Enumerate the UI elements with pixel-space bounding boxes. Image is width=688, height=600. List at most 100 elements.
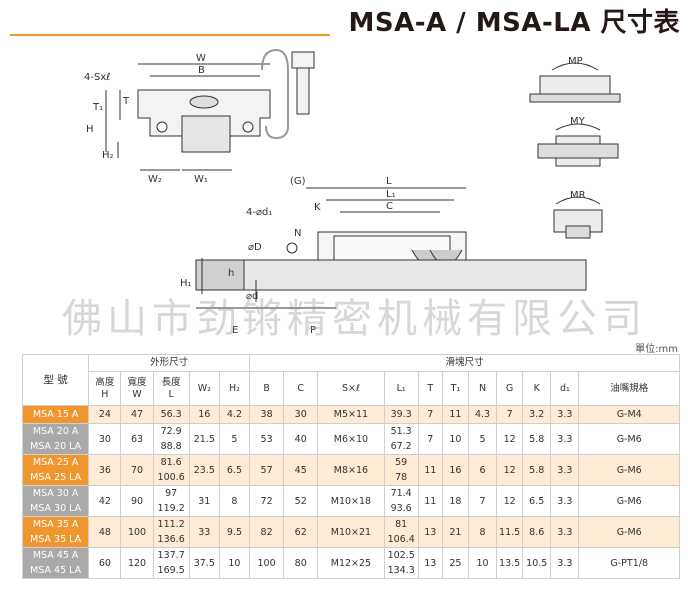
value-cell-h: 60 (88, 547, 122, 579)
value-cell-w2: 37.5 (188, 547, 220, 579)
value-cell-w: 47 (120, 405, 154, 424)
value-cell-l1: 39.3 (383, 405, 419, 424)
value-cell-c: 52 (283, 485, 319, 517)
value-cell-t1: 25 (441, 547, 469, 579)
value-cell-nipple: G-M6 (578, 485, 680, 517)
column-header: d₁ (550, 371, 580, 406)
dim-e: E (232, 325, 238, 336)
value-cell-t1: 18 (441, 485, 469, 517)
value-cell-k: 5.8 (522, 454, 552, 486)
bolt-callout-curve (261, 48, 289, 140)
column-header: T (417, 371, 443, 406)
value-cell-c: 80 (283, 547, 319, 579)
page-title: MSA-A / MSA-LA 尺寸表 (348, 8, 680, 38)
value-cell-h2: 4.2 (218, 405, 251, 424)
dim-k: K (314, 202, 321, 213)
value-cell-d1: 3.3 (550, 516, 580, 548)
dim-d1: 4-⌀d₁ (246, 207, 272, 218)
front-bolt-left (156, 121, 168, 133)
value-cell-s: M12×25 (317, 547, 385, 579)
value-cell-b: 100 (249, 547, 285, 579)
bolt-head (291, 51, 315, 69)
value-cell-n: 10 (467, 547, 498, 579)
header-outer-group: 外形尺寸 (88, 354, 251, 372)
value-cell-w2: 16 (188, 405, 220, 424)
value-cell-t: 13 (417, 516, 443, 548)
value-cell-t: 7 (417, 405, 443, 424)
column-header: 油嘴規格 (578, 371, 680, 406)
value-cell-k: 6.5 (522, 485, 552, 517)
value-cell-w: 70 (120, 454, 154, 486)
value-cell-t1: 21 (441, 516, 469, 548)
label-mr: MR (570, 190, 586, 201)
value-cell-w2: 33 (188, 516, 220, 548)
bolt-shank (296, 67, 310, 115)
value-cell-t: 11 (417, 454, 443, 486)
value-cell-c: 62 (283, 516, 319, 548)
value-cell-k: 5.8 (522, 423, 552, 455)
dim-s: 4-Sxℓ (84, 72, 110, 83)
value-cell-t: 7 (417, 423, 443, 455)
value-cell-nipple: G-M4 (578, 405, 680, 424)
dim-d: ⌀d (246, 291, 258, 302)
value-cell-t1: 16 (441, 454, 469, 486)
header-model: 型 號 (21, 354, 90, 406)
my-arrow (555, 123, 601, 131)
column-header: S×ℓ (317, 371, 385, 406)
drawing-svg: W B 4-Sxℓ T₁ T H H₂ W₂ W₁ (G) L L₁ C 4-⌀… (84, 48, 621, 336)
dim-b: B (198, 65, 205, 76)
value-cell-d1: 3.3 (550, 547, 580, 579)
value-cell-t1: 10 (441, 423, 469, 455)
unit-label: 單位:mm (635, 344, 678, 355)
label-mp: MP (568, 56, 583, 67)
technical-drawing: W B 4-Sxℓ T₁ T H H₂ W₂ W₁ (G) L L₁ C 4-⌀… (0, 40, 688, 340)
column-header: N (467, 371, 498, 406)
title-accent-line (10, 34, 330, 36)
value-cell-h2: 10 (218, 547, 251, 579)
value-cell-w: 63 (120, 423, 154, 455)
value-cell-g: 13.5 (496, 547, 524, 579)
value-cell-n: 5 (467, 423, 498, 455)
value-cell-c: 45 (283, 454, 319, 486)
value-cell-d1: 3.3 (550, 423, 580, 455)
value-cell-t: 11 (417, 485, 443, 517)
value-cell-h: 36 (88, 454, 122, 486)
dim-l1: L₁ (386, 189, 396, 200)
value-cell-b: 57 (249, 454, 285, 486)
column-header: B (249, 371, 285, 406)
value-cell-s: M8×16 (317, 454, 385, 486)
column-header: G (496, 371, 524, 406)
value-cell-d1: 3.3 (550, 454, 580, 486)
value-cell-h: 42 (88, 485, 122, 517)
dim-c: C (386, 201, 393, 212)
value-cell-g: 11.5 (496, 516, 524, 548)
dim-g: (G) (290, 176, 306, 187)
value-cell-t1: 11 (441, 405, 469, 424)
value-cell-w2: 23.5 (188, 454, 220, 486)
dim-t1: T₁ (92, 102, 103, 113)
value-cell-c: 30 (283, 405, 319, 424)
dim-h2: H₂ (102, 150, 114, 161)
value-cell-h: 30 (88, 423, 122, 455)
value-cell-g: 12 (496, 485, 524, 517)
value-cell-nipple: G-PT1/8 (578, 547, 680, 579)
